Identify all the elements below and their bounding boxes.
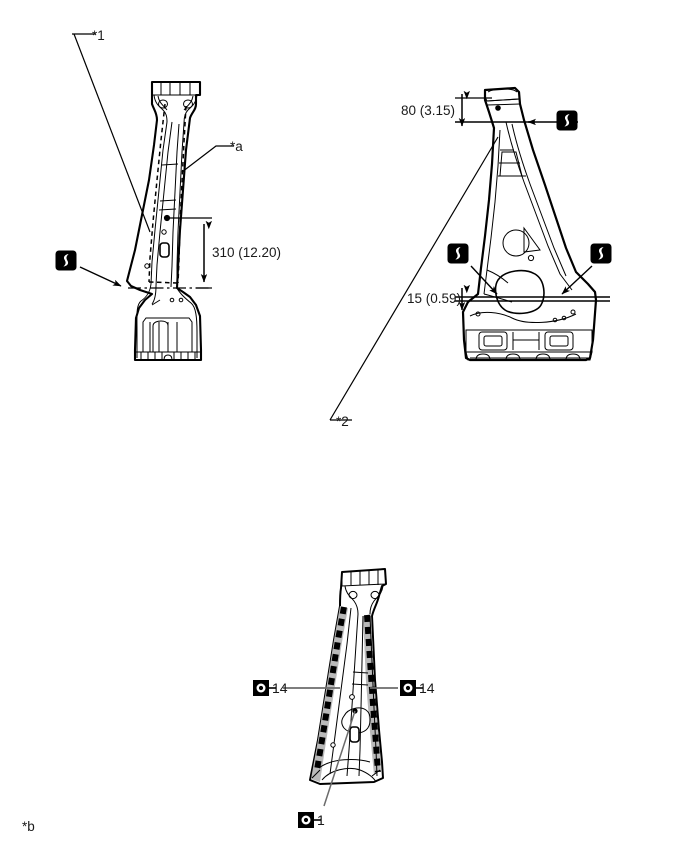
pillar-right-view [329, 86, 610, 421]
weld-dash-right [415, 687, 423, 689]
callout-ref-1: *1 [92, 28, 105, 43]
dimension-80: 80 (3.15) [401, 103, 456, 118]
pillar-bottom-inner-contours [311, 607, 381, 783]
pillar-bottom-top-flange [341, 568, 387, 615]
pillar-left-view [72, 33, 234, 362]
leader-ref2-diagonal [329, 136, 499, 421]
weld-count-right: 14 [419, 680, 435, 696]
pillar-bottom-hole-a [349, 694, 355, 700]
weld-dash-bottom [313, 819, 321, 821]
dimension-310: 310 (12.20) [212, 245, 282, 260]
dimension-15: 15 (0.59) [407, 291, 462, 306]
cut-line-icon [590, 243, 612, 264]
pillar-right-top-cap [484, 87, 521, 106]
spot-weld-icon [400, 680, 416, 696]
callout-ref-a: *a [230, 139, 243, 154]
pillar-bottom-hole-c [330, 742, 336, 748]
leader-cut-right3-arrow [561, 265, 593, 295]
weld-count-left: 14 [272, 680, 288, 696]
pillar-left-slot [159, 242, 170, 258]
pillar-left-weld-seam-outer [177, 105, 187, 284]
pillar-left-hole-base-a [169, 297, 175, 303]
cut-line-icon [447, 243, 469, 264]
pillar-left-top-flange [151, 81, 201, 124]
pillar-bottom-slot [349, 726, 360, 743]
cut-line-icon [556, 110, 578, 131]
pillar-left-hole-base-b [178, 297, 184, 303]
pillar-right-weld-point [495, 105, 501, 111]
pillar-left-weld-seam-inner [148, 103, 166, 283]
callout-ref-b: *b [22, 819, 35, 834]
callout-ref-2: *2 [336, 414, 349, 429]
leader-weld-bottom-1 [323, 710, 356, 807]
leader-cut-left-arrow [79, 266, 122, 287]
pillar-right-inner-contours [465, 121, 593, 361]
spot-weld-icon [298, 812, 314, 828]
weld-dash-left [268, 687, 276, 689]
pillar-left-hole-lower [144, 263, 150, 269]
pillar-bottom-weld-dashes-left [314, 606, 347, 771]
pillar-bottom-weld-dashes-right [364, 614, 381, 773]
cut-line-icon [55, 250, 77, 271]
pillar-left-weld-seam-bottom [148, 281, 179, 284]
pillar-left-inner-contours [134, 121, 202, 361]
leader-cut-right2-arrow [470, 265, 498, 295]
pillar-bottom-view [283, 568, 398, 807]
spot-weld-icon [253, 680, 269, 696]
leader-refa [181, 145, 234, 173]
leader-ref1-diagonal [73, 33, 151, 233]
pillar-left-hole-small [161, 229, 167, 235]
